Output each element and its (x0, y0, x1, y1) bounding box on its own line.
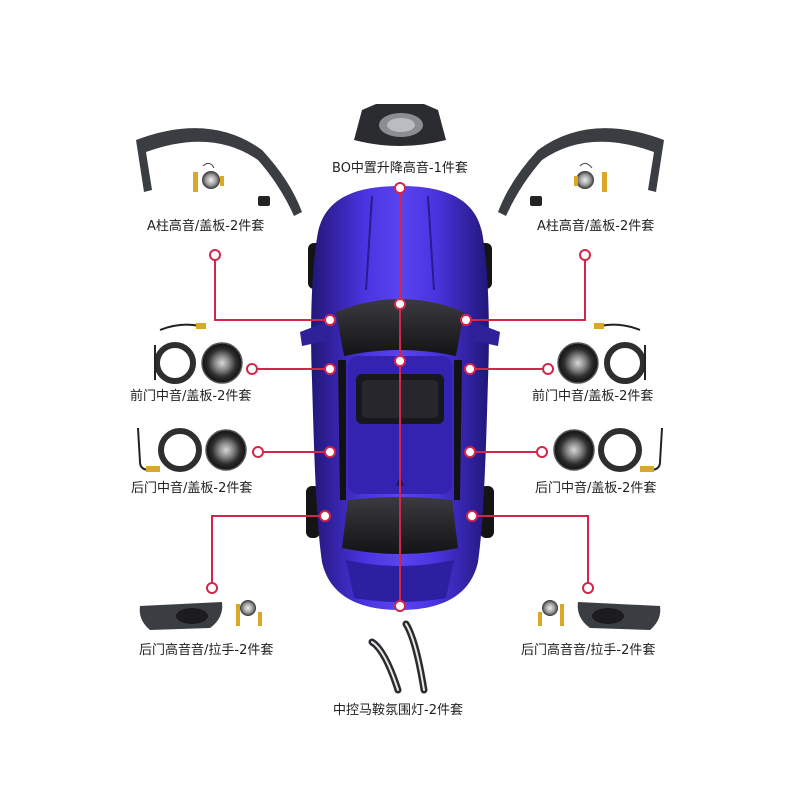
console-ambient-image (368, 620, 428, 694)
leader-dots (206, 182, 594, 612)
label-console-ambient: 中控马鞍氛围灯-2件套 (333, 703, 463, 718)
rear-tweeter-right-image (538, 600, 661, 630)
label-front-door-left: 前门中音/盖板-2件套 (130, 389, 252, 404)
rear-tweeter-left-image (139, 600, 262, 630)
a-pillar-left-image (136, 128, 302, 216)
front-door-right-image (557, 323, 646, 384)
leader-lines (211, 188, 589, 606)
label-a-pillar-left: A柱高音/盖板-2件套 (147, 219, 265, 234)
front-door-left-image (154, 323, 243, 384)
center-tweeter-image (354, 104, 446, 146)
label-rear-door-mid-left: 后门中音/盖板-2件套 (131, 481, 253, 496)
rear-door-right-image (553, 427, 663, 472)
label-rear-door-mid-right: 后门中音/盖板-2件套 (535, 481, 657, 496)
a-pillar-right-image (498, 128, 664, 216)
rear-door-left-image (137, 427, 247, 472)
label-front-door-right: 前门中音/盖板-2件套 (532, 389, 654, 404)
label-rear-tweeter-left: 后门高音音/拉手-2件套 (139, 643, 274, 658)
label-rear-tweeter-right: 后门高音音/拉手-2件套 (521, 643, 656, 658)
label-a-pillar-right: A柱高音/盖板-2件套 (537, 219, 655, 234)
label-center-tweeter: BO中置升降高音-1件套 (332, 161, 468, 176)
